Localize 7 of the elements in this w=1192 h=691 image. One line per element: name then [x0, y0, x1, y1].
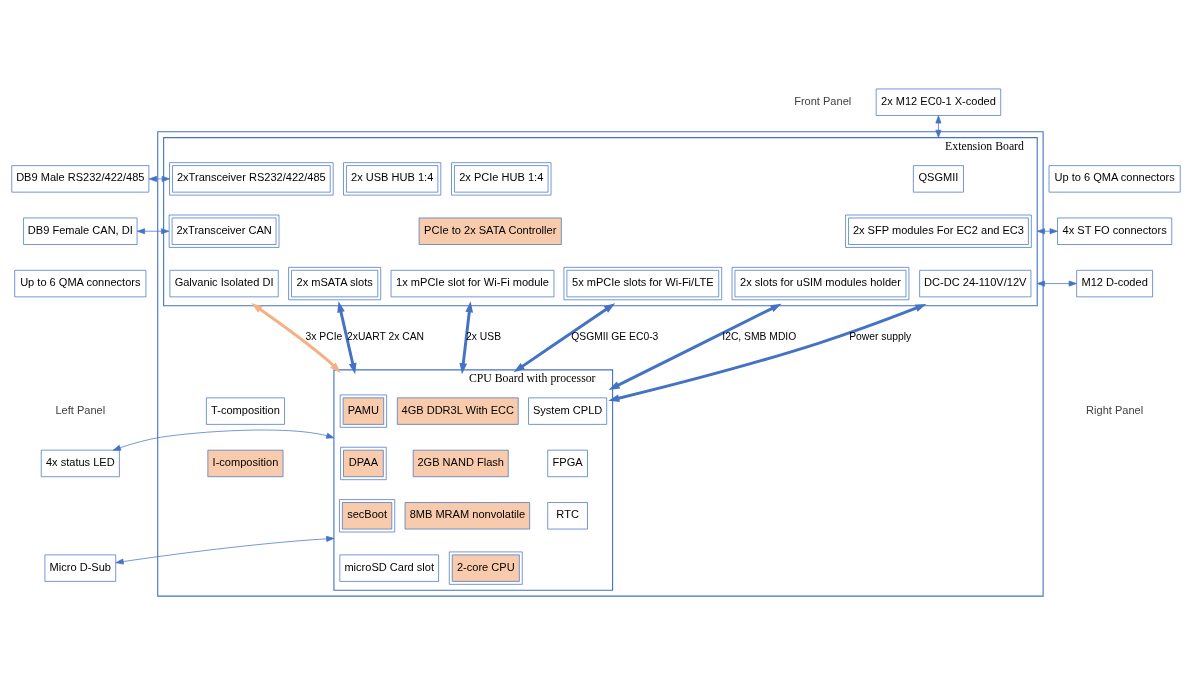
edge-label: I2C, SMB MDIO — [722, 331, 797, 343]
edge-label: 3x PCIe — [305, 331, 343, 343]
label: Right Panel — [1086, 403, 1144, 416]
label: Left Panel — [55, 403, 106, 416]
edge-label: QSGMII GE EC0-3 — [571, 331, 659, 343]
edge-label: Power supply — [849, 331, 912, 343]
label: Front Panel — [794, 94, 852, 107]
